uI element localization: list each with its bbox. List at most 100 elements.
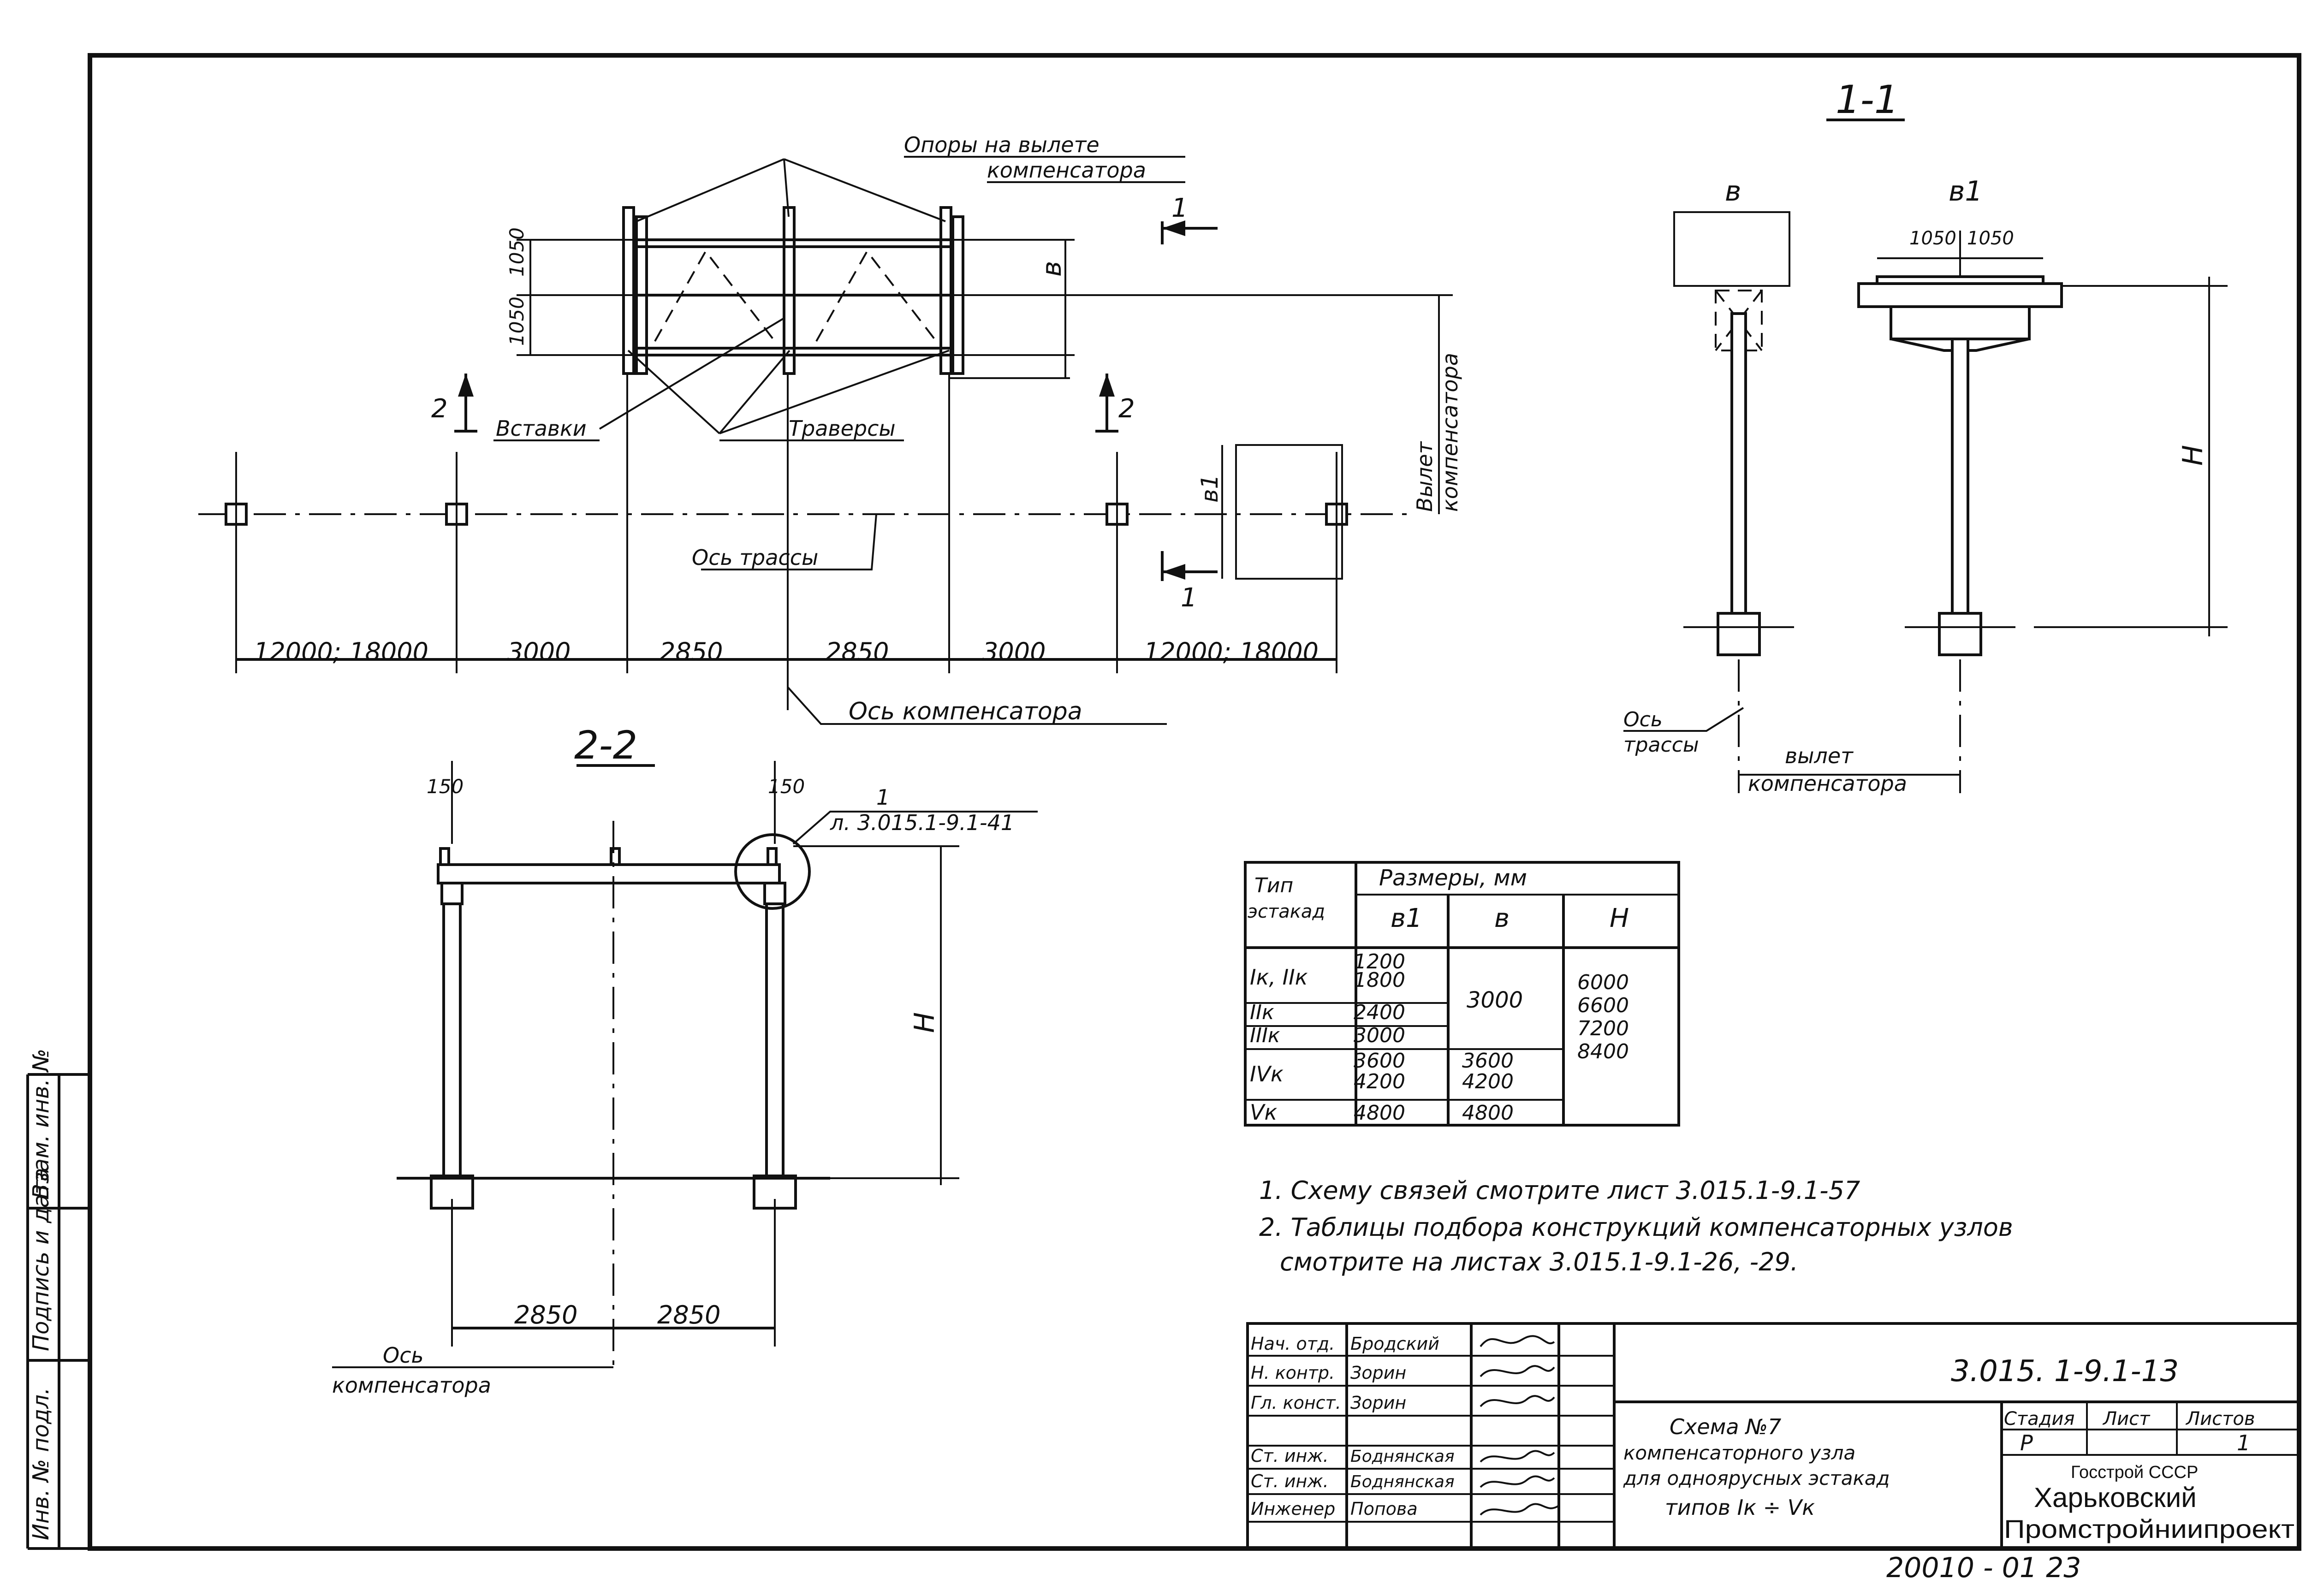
sheets-value: 1	[2237, 1430, 2250, 1455]
span-label: 2850	[660, 637, 723, 666]
section-2-2-axis-1: Ось	[383, 1343, 424, 1368]
dim-b: в	[1036, 261, 1067, 277]
beam-b-outline	[1673, 211, 1790, 287]
section-1-1-dim-1050a: 1050	[1909, 228, 1956, 249]
table-row-type: IIк	[1250, 1001, 1274, 1024]
section-1-1-h: Н	[2177, 445, 2209, 466]
table-cell-h: 8400	[1577, 1040, 1629, 1063]
table-cell-b: 4800	[1462, 1101, 1514, 1125]
dim-b1: в1	[1196, 475, 1223, 503]
section-1-1-offset-2: компенсатора	[1748, 771, 1907, 796]
column-left	[442, 902, 462, 1177]
base-right	[753, 1175, 797, 1210]
title-line-4: типов Iк ÷ Vк	[1665, 1495, 1815, 1520]
supports-label-line1: Опоры на вылете	[904, 132, 1100, 157]
table-cell-b1: 4200	[1354, 1070, 1405, 1093]
offset-label-line1: Вылет	[1412, 441, 1437, 512]
compensator-axis-label: Ось компенсатора	[849, 698, 1082, 725]
table-cell-b1: 3000	[1354, 1024, 1405, 1047]
name-engineer: Попова	[1350, 1499, 1418, 1519]
table-row-type: IIIк	[1250, 1024, 1280, 1047]
table-cell-b1: 3600	[1354, 1049, 1405, 1073]
compensator-axis-leader	[787, 686, 1167, 725]
table-cell-b-common: 3000	[1467, 987, 1523, 1013]
name-senior-engineer: Боднянская	[1350, 1447, 1455, 1466]
org-institute: Промстройниипроект	[2004, 1514, 2294, 1543]
role-senior-engineer: Ст. инж.	[1251, 1446, 1329, 1466]
role-head-dept: Нач. отд.	[1251, 1334, 1335, 1354]
archive-number: 20010 - 01 23	[1886, 1552, 2081, 1584]
section-1-mark-bottom	[1161, 551, 1218, 581]
table-col-b1: в1	[1391, 903, 1422, 933]
plan-view	[198, 158, 1453, 725]
stamp-inv-no: Инв. № подл.	[28, 1388, 54, 1540]
table-cell-h: 7200	[1577, 1017, 1629, 1040]
name-norm-control: Зорин	[1350, 1363, 1406, 1383]
note-2: 2. Таблицы подбора конструкций компенсат…	[1259, 1213, 2013, 1242]
section-1-1-axis-2: трассы	[1623, 733, 1699, 757]
span-label: 12000; 18000	[1144, 637, 1319, 666]
section-1-1-dim-1050b: 1050	[1967, 228, 2014, 249]
table-header-type-1: Тип	[1254, 874, 1293, 897]
inserts-label: Вставки	[496, 416, 587, 441]
b1-outline	[1235, 444, 1343, 580]
title-line-2: компенсаторного узла	[1623, 1442, 1855, 1464]
dim-1050-lower: 1050	[505, 297, 528, 346]
span-label: 2850	[826, 637, 889, 666]
role-engineer: Инженер	[1251, 1499, 1335, 1519]
stamp-signature-date: Подпись и дата	[28, 1168, 54, 1351]
sheet-header: Лист	[2102, 1408, 2151, 1430]
supports-leader	[636, 158, 946, 222]
table-row-type: Iк, IIк	[1250, 965, 1308, 990]
title-line-3: для одноярусных эстакад	[1623, 1467, 1890, 1489]
support-post	[783, 206, 796, 375]
stage-header: Стадия	[2004, 1408, 2074, 1430]
sheet-frame	[88, 53, 2301, 1551]
node-reference: л. 3.015.1-9.1-41	[830, 810, 1014, 835]
support-post	[622, 206, 635, 375]
column-left-base	[1717, 612, 1761, 656]
inserts-leader	[599, 317, 785, 430]
table-row-type: Vк	[1250, 1100, 1277, 1125]
table-cell-b1: 1200	[1354, 950, 1405, 973]
traverses-leader	[627, 350, 950, 434]
table-cell-h: 6600	[1577, 994, 1629, 1017]
sheets-header: Листов	[2185, 1408, 2255, 1430]
role-norm-control: Н. контр.	[1251, 1363, 1335, 1383]
signatures	[1480, 1335, 1560, 1516]
dim-1050-upper: 1050	[505, 227, 528, 277]
table-col-b: в	[1494, 903, 1510, 933]
document-code: 3.015. 1-9.1-13	[1951, 1354, 2179, 1388]
cut-1-bottom: 1	[1181, 583, 1197, 613]
column-left	[1730, 312, 1747, 615]
column-right	[765, 902, 785, 1177]
section-1-1-axis-1: Ось	[1623, 708, 1663, 731]
title-line-1: Схема №7	[1670, 1414, 1781, 1439]
table-cell-b1: 2400	[1354, 1001, 1405, 1024]
section-2-2-dim-150a: 150	[427, 775, 464, 798]
org-city: Харьковский	[2034, 1482, 2197, 1513]
role-chief-designer: Гл. конст.	[1251, 1393, 1341, 1413]
table-cell-b1: 1800	[1354, 968, 1405, 992]
span-label: 12000; 18000	[254, 637, 428, 666]
table-col-h: Н	[1610, 903, 1629, 933]
section-2-2-h: Н	[909, 1012, 941, 1033]
node-1-callout	[734, 833, 811, 910]
table-cell-b: 4200	[1462, 1070, 1514, 1093]
span-label: 3000	[982, 637, 1046, 666]
role-senior-engineer: Ст. инж.	[1251, 1471, 1329, 1491]
section-2-2-axis-2: компенсатора	[332, 1373, 491, 1398]
org-ministry: Госстрой СССР	[2071, 1463, 2198, 1482]
title-block	[1246, 1322, 2300, 1550]
section-2-2	[332, 761, 1038, 1374]
note-1: 1. Схему связей смотрите лист 3.015.1-9.…	[1259, 1176, 1860, 1205]
route-axis-label: Ось трассы	[692, 545, 818, 570]
section-2-2-dim-150b: 150	[768, 775, 805, 798]
offset-label-line2: компенсатора	[1438, 353, 1462, 512]
table-cell-b: 3600	[1462, 1049, 1514, 1073]
section-1-1	[1623, 119, 2228, 793]
stamp-replace-inv: Взам. инв. №	[28, 1049, 54, 1199]
supports-label-line2: компенсатора	[987, 158, 1146, 183]
